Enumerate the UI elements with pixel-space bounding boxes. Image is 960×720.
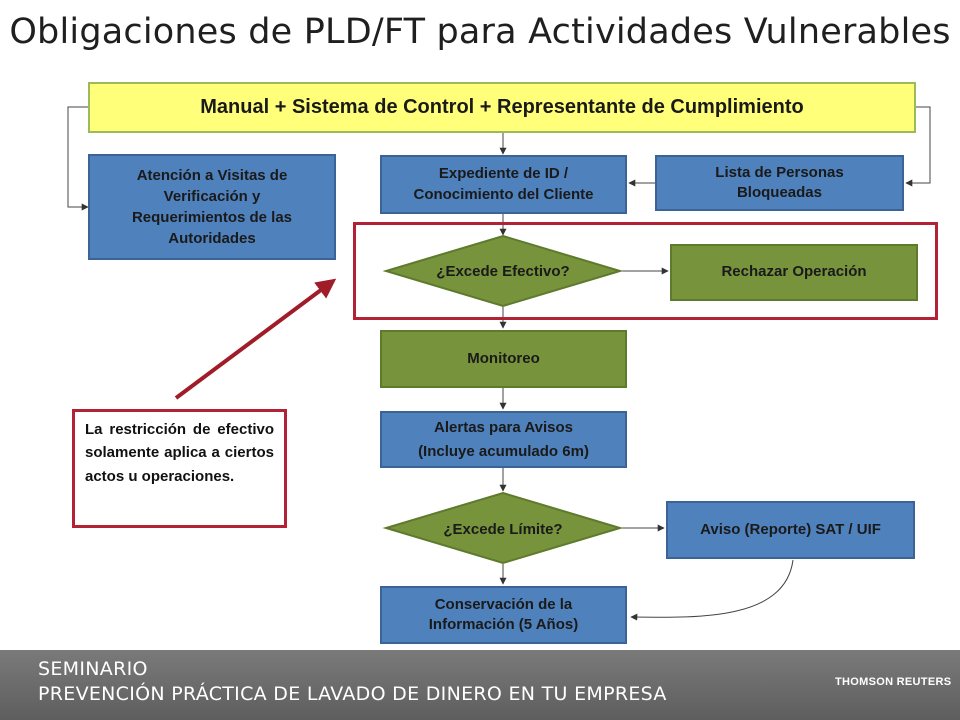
excede-efectivo-label: ¿Excede Efectivo? [436,262,570,280]
excede-limite-label: ¿Excede Límite? [443,520,563,538]
conservacion-line-2: Información (5 Años) [428,616,579,633]
lista-box: Lista de Personas Bloqueadas [655,155,904,211]
expediente-box: Expediente de ID / Conocimiento del Clie… [380,155,627,214]
atencion-line-3: Requerimientos de las [131,209,293,226]
diamond-excede-efectivo [382,234,624,308]
diamond-excede-limite [382,491,624,565]
alertas-line-2: (Incluye acumulado 6m) [418,442,589,460]
top-banner-text: Manual + Sistema de Control + Representa… [200,96,804,118]
footer-bar [0,650,960,720]
aviso-text: Aviso (Reporte) SAT / UIF [700,520,881,538]
atencion-box: Atención a Visitas de Verificación y Req… [88,154,336,260]
expediente-line-1: Expediente de ID / [438,165,569,183]
connector-banner-lista [905,106,931,187]
aviso-box: Aviso (Reporte) SAT / UIF [666,501,915,559]
top-banner: Manual + Sistema de Control + Representa… [88,82,916,133]
red-pointer-arrow [174,278,337,400]
alertas-line-1: Alertas para Avisos [434,418,573,436]
connector-banner-atencion [67,106,89,211]
footer-line-2: PREVENCIÓN PRÁCTICA DE LAVADO DE DINERO … [38,683,667,705]
conservacion-box: Conservación de la Información (5 Años) [380,586,627,644]
slide-title: Obligaciones de PLD/FT para Actividades … [9,12,951,52]
conservacion-line-1: Conservación de la [434,595,573,613]
lista-line-1: Lista de Personas [715,163,844,181]
rechazar-text: Rechazar Operación [721,263,867,281]
atencion-line-4: Autoridades [168,230,256,247]
monitoreo-text: Monitoreo [467,349,540,367]
expediente-line-2: Conocimiento del Cliente [413,185,594,203]
cash-restriction-note: La restricción de efectivo solamente apl… [72,409,287,528]
atencion-line-1: Atención a Visitas de [136,167,288,184]
atencion-line-2: Verificación y [163,188,261,205]
alertas-box: Alertas para Avisos (Incluye acumulado 6… [380,411,627,468]
lista-line-2: Bloqueadas [736,184,822,201]
footer-line-1: SEMINARIO [38,658,148,680]
monitoreo-box: Monitoreo [380,330,627,388]
connector-aviso-conservacion [630,559,794,621]
cash-restriction-frame [353,222,938,320]
thomson-reuters-logo-text: THOMSON REUTERS [835,676,952,688]
rechazar-box: Rechazar Operación [670,244,918,301]
